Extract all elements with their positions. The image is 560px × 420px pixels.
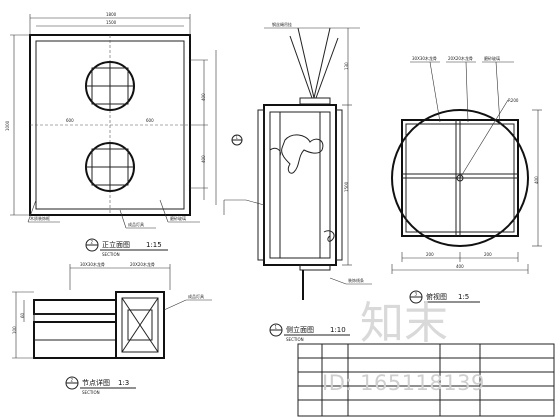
note-top-2: 20X20木龙骨 [448,55,473,61]
watermark-id: ID: 165118139 [322,371,485,395]
title-c-scale: 1:5 [458,293,469,301]
dim-mid-1: 600 [66,118,74,123]
note-wire: 钢丝绳吊挂 [272,21,292,27]
note-lamp: 成品灯具 [128,221,144,227]
side-body [263,104,337,266]
wire-left [297,27,315,99]
dim-top-height: 400 [534,176,539,184]
note-d1: 30X30木龙骨 [80,261,105,267]
front-elevation: 1800 1500 1000 600 600 400 400 1 木质装饰框 磨… [5,12,243,257]
title-a: 正立面图 [102,240,130,249]
dim-right-1: 400 [201,93,206,101]
detail-block [115,291,165,359]
note-d2: 20X20木龙骨 [130,261,155,267]
top-cap [299,97,331,105]
dim-detail-w: 60 [20,312,25,318]
node-detail: 30X30木龙骨 20X20木龙骨 100 60 成品灯具 2 节点详图 1:3… [12,261,212,395]
section-marker-number: 1 [236,135,239,140]
dim-top-width: 400 [456,264,464,269]
side-body-inner [269,111,331,259]
detail-rail-top [33,299,117,315]
title-block [297,343,555,417]
dim-radius: R200 [508,98,519,103]
title-d-sub: SECTION [82,390,100,395]
title-a-scale: 1:15 [146,241,162,249]
top-view: R200 30X30木龙骨 20X20木龙骨 磨砂玻璃 400 200 200 … [391,55,542,304]
small-ornament [323,230,335,242]
dim-mid-2: 600 [146,118,154,123]
dim-side-height: 1500 [344,181,349,192]
bottom-cap [299,264,331,271]
title-b: 侧立面图 [286,325,314,334]
top-circle [391,109,529,247]
note-trim: 装饰线条 [348,277,364,283]
watermark-brand: 知末 [360,298,448,349]
title-b-scale: 1:10 [330,326,346,334]
note-top-3: 磨砂玻璃 [484,55,500,61]
dim-top-total: 1800 [106,12,117,17]
center-point [456,174,464,182]
note-frame: 木质装饰框 [30,215,50,221]
note-glass: 磨砂玻璃 [170,215,186,221]
dim-detail-h: 100 [12,326,17,334]
wire-right [313,27,331,99]
dim-top-inner: 1500 [106,20,117,25]
title-b-number: 1 [275,325,278,330]
side-elevation: 钢丝绳吊挂 1500 130 装饰线条 1 侧立面图 1:10 [224,21,372,342]
watermark: 知末 ID: 165118139 [322,298,485,395]
title-a-number: 2 [91,240,94,245]
title-c-number: 3 [415,292,418,297]
title-c: 俯视图 [426,292,447,301]
decorative-ornament [281,134,324,174]
dim-top-left: 200 [426,252,434,257]
dim-top-right: 200 [484,252,492,257]
dim-side-top: 130 [344,62,349,70]
title-a-sub: SECTION [102,252,120,257]
title-d: 节点详图 [82,378,110,387]
dim-right-2: 400 [201,155,206,163]
note-d3: 成品灯具 [188,293,204,299]
dim-left: 1000 [5,120,10,131]
title-d-number: 2 [71,378,74,383]
title-b-sub: SECTION [286,337,304,342]
note-top-1: 30X30木龙骨 [412,55,437,61]
title-d-scale: 1:3 [118,379,129,387]
